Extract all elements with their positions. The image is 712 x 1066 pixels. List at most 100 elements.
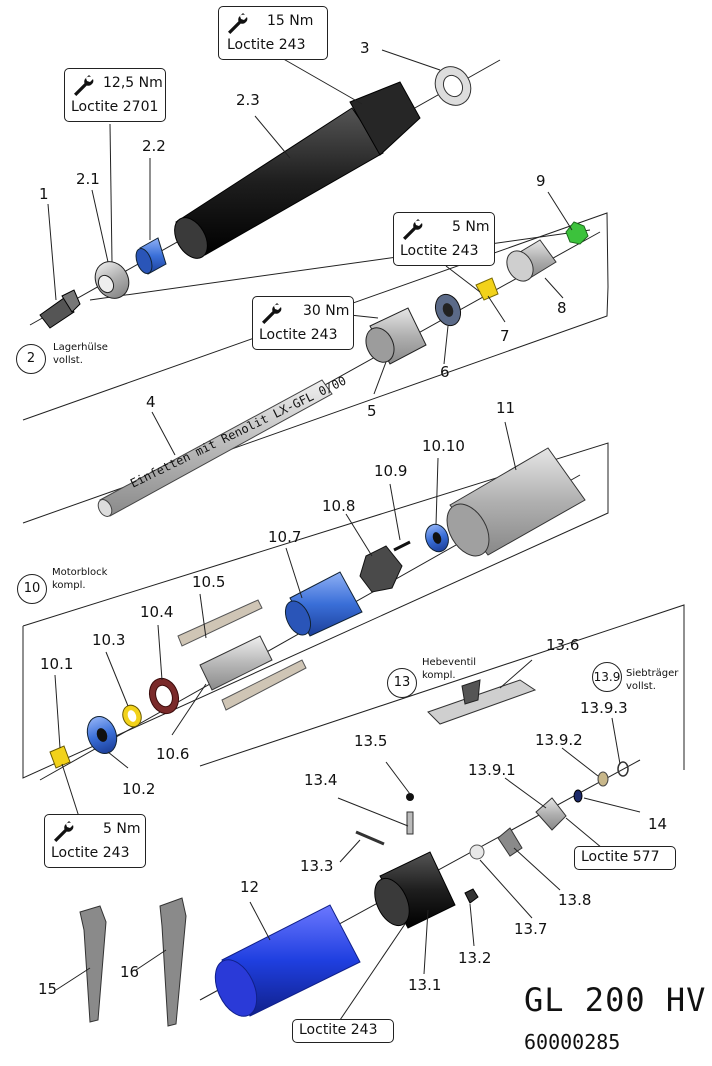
- part-13.4-pin: [406, 811, 414, 835]
- part-3-ring: [434, 66, 472, 106]
- part-1-pin: [39, 289, 81, 329]
- torque-box-12-5nm: 12,5 Nm Loctite 2701: [64, 68, 166, 122]
- assembly-2-line1: Lagerhülse: [53, 342, 108, 353]
- part-2.1-nut: [94, 261, 130, 299]
- adhesive-name: Loctite 243: [227, 37, 306, 53]
- part-4-shaft: [97, 379, 333, 517]
- label-part-9: 9: [536, 172, 546, 190]
- part-9-spider: [565, 221, 589, 245]
- part-10.8-hex: [359, 545, 403, 593]
- panel-motor-block: [22, 442, 609, 779]
- panel-bearing-sleeve: [22, 212, 609, 524]
- label-part-10.5: 10.5: [192, 573, 226, 591]
- assembly-10-circle: 10: [17, 574, 47, 604]
- part-2.2-bearing: [135, 237, 167, 275]
- part-13.1-body: [374, 851, 456, 929]
- part-13.7-ball: [469, 844, 485, 860]
- model-name: GL 200 HV: [524, 981, 707, 1019]
- wrench-icon: [228, 13, 248, 34]
- label-part-13.5: 13.5: [354, 732, 388, 750]
- part-10.4-seal: [148, 677, 180, 715]
- label-part-10.6: 10.6: [156, 745, 190, 763]
- wrench-icon: [262, 303, 282, 324]
- wrench-icon: [403, 219, 423, 240]
- assembly-2-circle: 2: [16, 344, 46, 374]
- label-part-13.6: 13.6: [546, 636, 580, 654]
- label-part-14: 14: [648, 815, 668, 833]
- part-8-sleeve: [506, 239, 557, 282]
- part-2.3-tube: [174, 81, 421, 259]
- label-part-13.9.3: 13.9.3: [580, 699, 628, 717]
- part-10.2-bearing: [86, 716, 118, 754]
- label-part-10.9: 10.9: [374, 462, 408, 480]
- part-13.9.3-circlip: [617, 761, 629, 777]
- wrench-icon: [54, 821, 74, 842]
- torque-value: 15 Nm: [267, 13, 314, 29]
- torque-box-30nm: 30 Nm Loctite 243: [252, 296, 354, 350]
- wrench-icon: [74, 75, 94, 96]
- torque-box-5nm-bottom: 5 Nm Loctite 243: [44, 814, 146, 868]
- assembly-10-line2: kompl.: [52, 580, 86, 591]
- assembly-13.9-circle: 13.9: [592, 662, 622, 692]
- label-part-4: 4: [146, 393, 156, 411]
- part-10.10-bearing: [425, 523, 449, 553]
- torque-value: 5 Nm: [103, 821, 141, 837]
- label-part-3: 3: [360, 39, 370, 57]
- label-part-10.8: 10.8: [322, 497, 356, 515]
- torque-value: 30 Nm: [303, 303, 350, 319]
- adhesive-name: Loctite 2701: [71, 99, 159, 115]
- adhesive-box-577: Loctite 577: [574, 846, 676, 870]
- part-13.8-spring: [497, 827, 523, 857]
- torque-value: 5 Nm: [452, 219, 490, 235]
- torque-box-5nm-top: 5 Nm Loctite 243: [393, 212, 495, 266]
- part-16-wrench: [159, 897, 187, 1027]
- label-part-5: 5: [367, 402, 377, 420]
- label-part-10.2: 10.2: [122, 780, 156, 798]
- adhesive-name: Loctite 243: [259, 327, 338, 343]
- label-part-2.3: 2.3: [236, 91, 260, 109]
- label-part-13.3: 13.3: [300, 857, 334, 875]
- part-10.5-plates: [177, 599, 307, 711]
- part-13.3-screw: [355, 830, 385, 846]
- assembly-13-line1: Hebeventil: [422, 657, 477, 668]
- part-12-tube: [214, 904, 361, 1017]
- part-14-oring: [573, 789, 583, 803]
- label-part-13.4: 13.4: [304, 771, 338, 789]
- label-part-2.2: 2.2: [142, 137, 166, 155]
- label-part-16: 16: [120, 963, 140, 981]
- panel-frames: [22, 212, 685, 779]
- label-part-10.10: 10.10: [422, 437, 465, 455]
- panel-lifting-valve: [199, 604, 685, 770]
- label-part-10.1: 10.1: [40, 655, 74, 673]
- adhesive-name: Loctite 243: [51, 845, 130, 861]
- part-10.9-key: [393, 540, 411, 552]
- part-5-bearing-assembly: [365, 307, 427, 365]
- part-13.5-ball: [406, 793, 414, 801]
- part-10.3-washer: [122, 704, 142, 728]
- part-7-clip: [475, 277, 499, 301]
- adhesive-name: Loctite 577: [581, 849, 660, 865]
- assembly-10-line1: Motorblock: [52, 567, 108, 578]
- adhesive-name: Loctite 243: [400, 243, 479, 259]
- label-part-13.8: 13.8: [558, 891, 592, 909]
- assembly-13-circle: 13: [387, 668, 417, 698]
- assembly-13.9-line2: vollst.: [626, 681, 656, 692]
- label-part-11: 11: [496, 399, 516, 417]
- part-13.9.2-sieve: [597, 771, 609, 787]
- label-part-13.7: 13.7: [514, 920, 548, 938]
- label-part-15: 15: [38, 980, 58, 998]
- label-part-13.1: 13.1: [408, 976, 442, 994]
- torque-box-15nm: 15 Nm Loctite 243: [218, 6, 328, 60]
- label-part-6: 6: [440, 363, 450, 381]
- part-13.6-lever: [427, 679, 537, 725]
- torque-value: 12,5 Nm: [103, 75, 163, 91]
- label-part-13.2: 13.2: [458, 949, 492, 967]
- part-6-bearing: [434, 293, 462, 327]
- adhesive-box-243: Loctite 243: [292, 1019, 394, 1043]
- label-part-10.7: 10.7: [268, 528, 302, 546]
- leader-lines: [47, 49, 641, 1021]
- label-part-7: 7: [500, 327, 510, 345]
- label-part-13.9.2: 13.9.2: [535, 731, 583, 749]
